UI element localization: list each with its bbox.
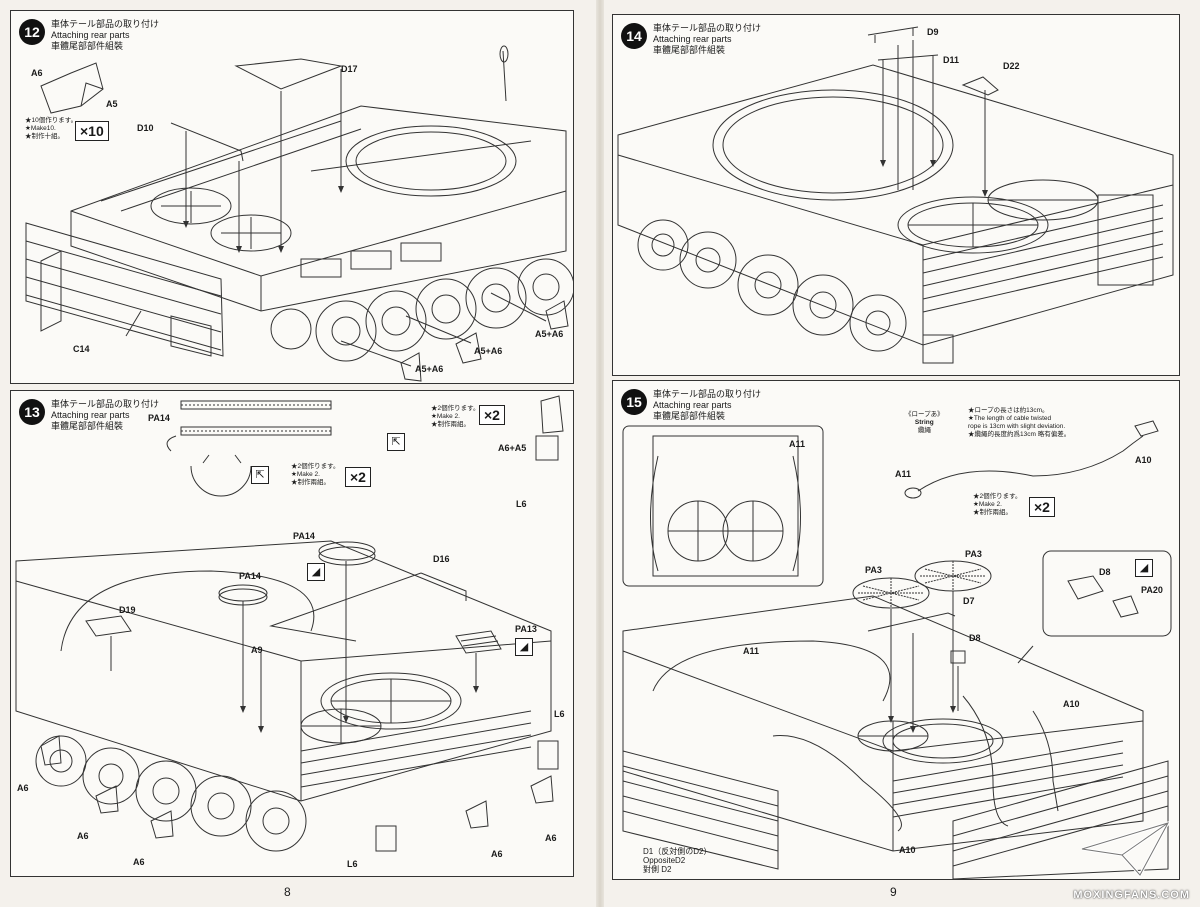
step-15-multiplier: ×2 [1029,497,1055,517]
step-14-title-en: Attaching rear parts [653,34,732,44]
step-12-panel: 12 車体テール部品の取り付け Attaching rear parts 車體尾… [10,10,574,384]
step-13-note-b: ★2個作ります。 ★Make 2. ★制作兩組。 [291,463,340,486]
label-pa14-b: PA14 [239,571,261,581]
label-pa3-b: PA3 [965,549,982,559]
step-13-header: 13 車体テール部品の取り付け Attaching rear parts 車體尾… [19,399,159,432]
label-a10-bottom: A10 [899,845,916,855]
step-13-panel: 13 車体テール部品の取り付け Attaching rear parts 車體尾… [10,390,574,877]
step-12-title-en: Attaching rear parts [51,30,130,40]
page-number-right: 9 [890,885,897,899]
step-15-title-en: Attaching rear parts [653,400,732,410]
step-15-header: 15 車体テール部品の取り付け Attaching rear parts 車體尾… [621,389,761,422]
label-d8: D8 [969,633,981,643]
step-12-badge: 12 [19,19,45,45]
step-13-title-ja: 車体テール部品の取り付け [51,399,160,409]
label-d16: D16 [433,554,450,564]
label-a5-a6-3: A5+A6 [415,364,444,374]
step-15-badge: 15 [621,389,647,415]
label-pa3-a: PA3 [865,565,882,575]
step-12-multiplier: ×10 [75,121,109,141]
label-a6-5: A6 [545,833,557,843]
label-d9: D9 [927,27,939,37]
label-l6-bottom: L6 [347,859,358,869]
label-a6-1: A6 [17,783,29,793]
step-13-title-en: Attaching rear parts [51,410,130,420]
step-15-title-zh: 車體尾部部件組裝 [653,411,726,421]
label-c14: C14 [73,344,90,354]
label-a6-2: A6 [77,831,89,841]
step-13-illustration [15,395,564,852]
label-d22: D22 [1003,61,1020,71]
step-13-badge: 13 [19,399,45,425]
label-l6-top: L6 [516,499,527,509]
step-14-title-zh: 車體尾部部件組裝 [653,45,726,55]
step-12-title-zh: 車體尾部部件組裝 [51,41,124,51]
cement-icon-2: ⇱ [387,433,405,451]
step-12-note: ★10個作ります。 ★Make10. ★制作十組。 [25,117,78,140]
label-a5-a6-1: A5+A6 [535,329,564,339]
label-d11: D11 [943,55,960,65]
label-a9: A9 [251,645,263,655]
step-15-note: ★2個作ります。 ★Make 2. ★制作兩組。 [973,493,1022,516]
label-d10: D10 [137,123,154,133]
label-pa13: PA13 [515,624,537,634]
step-14-header: 14 車体テール部品の取り付け Attaching rear parts 車體尾… [621,23,761,56]
step-13-multiplier-b: ×2 [345,467,371,487]
label-d17: D17 [341,64,358,74]
paint-icon-3: ◢ [1135,559,1153,577]
step-14-title-ja: 車体テール部品の取り付け [653,23,762,33]
step-14-illustration [617,26,1174,364]
label-pa14-top: PA14 [148,413,170,423]
step-12-illustration [25,45,573,382]
string-length-note: ★ロープの長さは約13cm。 ★The length of cable twis… [968,407,1071,438]
step-13-title-zh: 車體尾部部件組裝 [51,421,124,431]
left-page: 12 車体テール部品の取り付け Attaching rear parts 車體尾… [0,0,598,907]
label-a6-a5: A6+A5 [498,443,527,453]
label-d8-inset: D8 [1099,567,1111,577]
step-15-illustration [622,420,1172,879]
label-a6-4: A6 [491,849,503,859]
string-label: 《ロープあ》 String 纜繩 [905,411,944,434]
label-d7: D7 [963,596,975,606]
label-a11-mid: A11 [743,646,760,656]
step-12-header: 12 車体テール部品の取り付け Attaching rear parts 車體尾… [19,19,159,52]
label-pa20: PA20 [1141,585,1163,595]
label-a11-inset: A11 [789,439,806,449]
label-d19: D19 [119,605,136,615]
page-number-left: 8 [284,885,291,899]
step-15-panel: 15 車体テール部品の取り付け Attaching rear parts 車體尾… [612,380,1180,880]
step-15-title-ja: 車体テール部品の取り付け [653,389,762,399]
step-12-title-ja: 車体テール部品の取り付け [51,19,160,29]
paint-icon-1: ◢ [307,563,325,581]
label-d1-opposite-d2: D1（反対側のD2） OppositeD2 對側 D2 [643,847,712,874]
step-14-panel: 14 車体テール部品の取り付け Attaching rear parts 車體尾… [612,14,1180,376]
page-gutter [596,0,604,907]
paint-icon-2: ◢ [515,638,533,656]
label-a10-top: A10 [1135,455,1152,465]
label-a5: A5 [106,99,118,109]
label-a10-right: A10 [1063,699,1080,709]
right-page: 14 車体テール部品の取り付け Attaching rear parts 車體尾… [602,0,1200,907]
step-13-note-a: ★2個作ります。 ★Make 2. ★制作兩組。 [431,405,480,428]
label-a5-a6-2: A5+A6 [474,346,503,356]
step-14-badge: 14 [621,23,647,49]
watermark: MOXINGFANS.COM [1073,889,1190,901]
step-13-multiplier-a: ×2 [479,405,505,425]
label-a6: A6 [31,68,43,78]
label-a6-3: A6 [133,857,145,867]
label-pa14-a: PA14 [293,531,315,541]
label-a11-top: A11 [895,469,912,479]
label-l6-right: L6 [554,709,565,719]
paper-plane-logo [1081,820,1170,878]
cement-icon: ⇱ [251,466,269,484]
